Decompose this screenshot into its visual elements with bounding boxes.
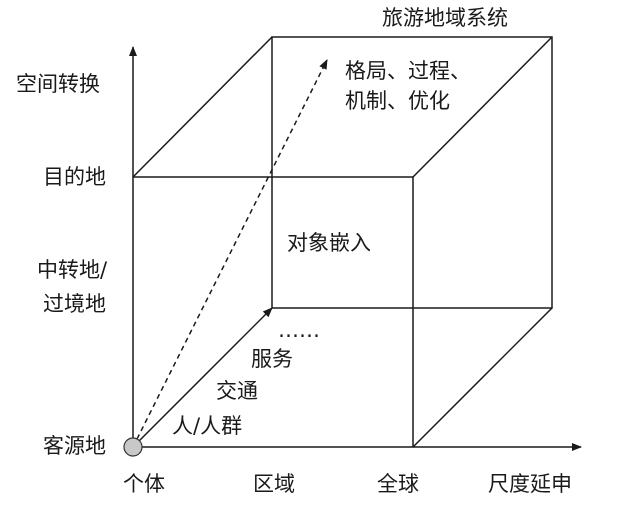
- cube-back-face: [271, 36, 553, 309]
- y-tick-destination: 目的地: [43, 165, 106, 189]
- x-axis-title: 尺度延申: [488, 472, 572, 496]
- dashed-diagonal-arrow: [132, 59, 328, 448]
- y-tick-transit-line1: 中转地/: [37, 258, 108, 282]
- goal-label-line2: 机制、优化: [345, 89, 450, 113]
- x-tick-individual: 个体: [123, 472, 165, 496]
- item-service: 服务: [251, 347, 293, 371]
- item-people: 人/人群: [172, 414, 242, 438]
- cube-edge-bottom-right: [412, 307, 553, 448]
- x-tick-global: 全球: [377, 472, 419, 496]
- system-title: 旅游地域系统: [382, 6, 508, 30]
- goal-label-line1: 格局、过程、: [345, 59, 471, 83]
- y-tick-origin: 客源地: [43, 434, 106, 458]
- object-embedding-label: 对象嵌入: [287, 231, 371, 255]
- item-transport: 交通: [216, 379, 258, 403]
- x-tick-region: 区域: [253, 472, 295, 496]
- cube-edge-top-right: [412, 36, 553, 178]
- item-ellipsis: ……: [278, 318, 320, 342]
- y-axis-title: 空间转换: [16, 72, 100, 96]
- solid-diagonal-arrow: [132, 307, 273, 448]
- cube-edge-top-left: [132, 36, 273, 178]
- origin-dot: [123, 437, 143, 457]
- y-tick-transit-line2: 过境地: [43, 292, 106, 316]
